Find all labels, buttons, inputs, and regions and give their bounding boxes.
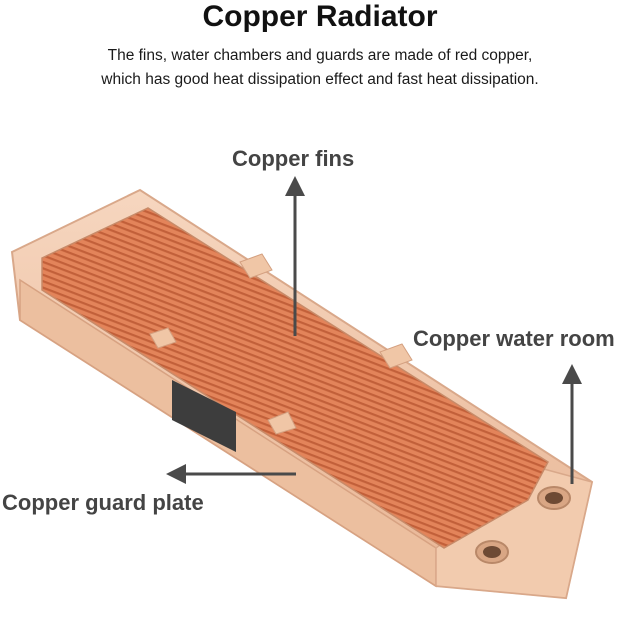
port-fittings: [475, 486, 571, 564]
fin-clamps: [149, 253, 413, 435]
arrow-guard-plate: [166, 464, 296, 484]
description-line-2: which has good heat dissipation effect a…: [101, 71, 539, 88]
label-copper-guard-plate: Copper guard plate: [2, 490, 204, 515]
label-plate: [172, 380, 236, 452]
description-line-1: The fins, water chambers and guards are …: [107, 47, 533, 64]
label-copper-fins: Copper fins: [232, 146, 355, 171]
arrow-fins: [285, 176, 305, 336]
description: The fins, water chambers and guards are …: [0, 44, 640, 92]
page-title: Copper Radiator: [202, 0, 438, 33]
copper-fins-area: [41, 207, 549, 549]
arrow-water-room: [562, 364, 582, 484]
label-copper-water-room: Copper water room: [413, 326, 615, 351]
